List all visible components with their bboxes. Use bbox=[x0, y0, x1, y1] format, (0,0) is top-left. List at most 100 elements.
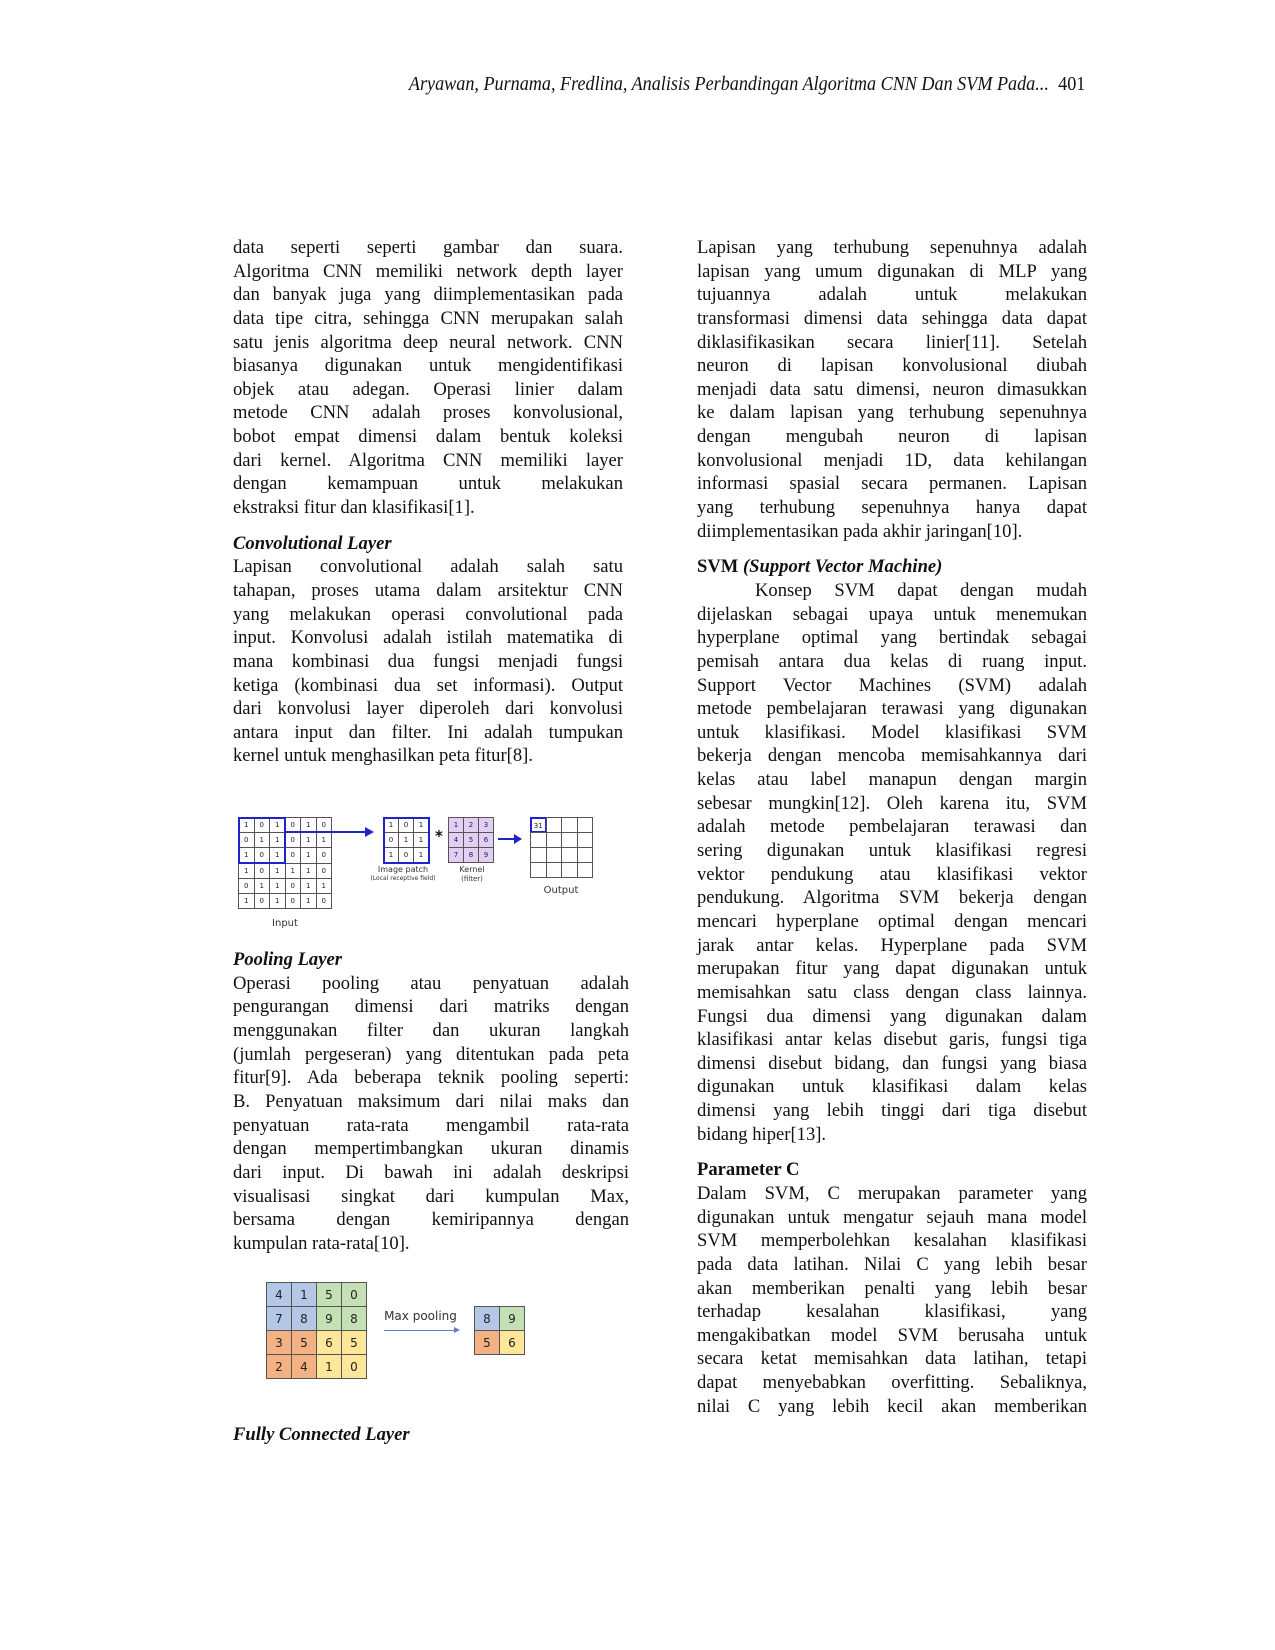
patch-highlight bbox=[383, 817, 430, 864]
pool-input-grid-cell: 0 bbox=[341, 1282, 367, 1307]
kernel-grid-cell: 9 bbox=[478, 847, 494, 863]
text-line: bersama dengan kemiripannya dengan bbox=[233, 1209, 629, 1231]
text-line: akan memberikan penalti yang lebih besar bbox=[697, 1277, 1087, 1299]
page-number: 401 bbox=[1057, 74, 1085, 95]
pool-output-grid-cell: 9 bbox=[499, 1306, 525, 1331]
heading-svm: SVM (Support Vector Machine) bbox=[697, 555, 1087, 579]
output-grid-cell bbox=[576, 817, 593, 833]
input-grid-cell: 1 bbox=[300, 893, 317, 910]
pool-input-grid-cell: 8 bbox=[341, 1306, 367, 1331]
input-grid-cell: 1 bbox=[300, 847, 317, 864]
text-line: input. Konvolusi adalah istilah matemati… bbox=[233, 627, 623, 649]
text-line: kumpulan rata-rata[10]. bbox=[233, 1232, 410, 1254]
output-grid-cell bbox=[545, 847, 562, 863]
text-line: Dalam SVM, C merupakan parameter yang bbox=[697, 1182, 1087, 1204]
text-line: informasi spasial secara permanen. Lapis… bbox=[697, 473, 1087, 495]
kernel-grid-cell: 1 bbox=[448, 817, 464, 833]
arrow-head-icon bbox=[454, 1327, 460, 1333]
text-line: dapat menyebabkan overfitting. Sebalikny… bbox=[697, 1372, 1087, 1394]
input-grid-cell: 1 bbox=[238, 862, 255, 879]
input-grid-cell: 1 bbox=[300, 832, 317, 849]
max-pooling-label: Max pooling bbox=[384, 1309, 457, 1323]
text-line: Konsep SVM dapat dengan mudah bbox=[755, 579, 1087, 601]
input-grid-cell: 1 bbox=[253, 877, 270, 894]
paragraph-cnn-intro: data seperti seperti gambar dan suara.Al… bbox=[233, 236, 623, 520]
pool-input-grid-cell: 1 bbox=[291, 1282, 317, 1307]
pool-input-grid-cell: 5 bbox=[341, 1330, 367, 1355]
text-line: metode pembelajaran terawasi yang diguna… bbox=[697, 698, 1087, 720]
receptive-field-highlight bbox=[238, 817, 286, 864]
output-grid-cell: 31 bbox=[530, 817, 547, 833]
text-line: penyatuan rata-rata mengambil rata-rata bbox=[233, 1114, 629, 1136]
text-line: bobot empat dimensi dalam bentuk koleksi bbox=[233, 426, 623, 448]
text-line: pendukung. Algoritma SVM bekerja dengan bbox=[697, 887, 1087, 909]
text-line: untuk klasifikasi. Model klasifikasi SVM bbox=[697, 721, 1087, 743]
kernel-grid-cell: 7 bbox=[448, 847, 464, 863]
text-line: ketiga (kombinasi dua set informasi). Ou… bbox=[233, 674, 623, 696]
text-line: Lapisan yang terhubung sepenuhnya adalah bbox=[697, 237, 1087, 258]
output-grid-cell bbox=[530, 862, 547, 878]
text-line: dengan mempertimbangkan ukuran dinamis bbox=[233, 1138, 629, 1160]
output-grid-cell bbox=[576, 862, 593, 878]
arrow-line bbox=[384, 1330, 456, 1331]
text-line: visualisasi singkat dari kumpulan Max, bbox=[233, 1185, 629, 1207]
text-line: adalah metode pembelajaran terawasi dan bbox=[697, 816, 1087, 838]
input-grid-cell: 1 bbox=[269, 893, 286, 910]
kernel-grid-cell: 3 bbox=[478, 817, 494, 833]
text-line: hyperplane optimal yang bertindak sebaga… bbox=[697, 627, 1087, 649]
text-line: menggunakan filter dan ukuran langkah bbox=[233, 1020, 629, 1042]
text-line: objek atau adegan. Operasi linier dalam bbox=[233, 378, 623, 400]
text-line: metode CNN adalah proses konvolusional, bbox=[233, 402, 623, 424]
heading-fully-connected-layer: Fully Connected Layer bbox=[233, 1424, 410, 1446]
text-line: dari konvolusi layer diperoleh dari konv… bbox=[233, 698, 623, 720]
heading-convolutional-layer: Convolutional Layer bbox=[233, 532, 392, 554]
text-line: memisahkan satu class dengan class lainn… bbox=[697, 981, 1087, 1003]
input-grid-cell: 1 bbox=[300, 862, 317, 879]
text-line: kernel untuk menghasilkan peta fitur[8]. bbox=[233, 745, 533, 767]
kernel-grid-cell: 8 bbox=[463, 847, 479, 863]
text-line: sebesar mungkin[12]. Oleh karena itu, SV… bbox=[697, 792, 1087, 814]
left-column: data seperti seperti gambar dan suara.Al… bbox=[233, 236, 629, 1447]
input-grid-cell: 1 bbox=[238, 893, 255, 910]
text-line: digunakan untuk mengatur sejauh mana mod… bbox=[697, 1206, 1087, 1228]
pool-input-grid-cell: 0 bbox=[341, 1354, 367, 1379]
pool-output-grid-cell: 8 bbox=[474, 1306, 500, 1331]
text-line: B. Penyatuan maksimum dari nilai maks da… bbox=[233, 1090, 629, 1112]
text-line: bekerja dengan mencoba memisahkannya dar… bbox=[697, 745, 1087, 767]
output-grid-cell bbox=[561, 862, 578, 878]
input-grid-cell: 0 bbox=[315, 893, 332, 910]
text-line: jarak antar kelas. Hyperplane pada SVM bbox=[697, 934, 1087, 956]
text-line: fitur[9]. Ada beberapa teknik pooling se… bbox=[233, 1067, 629, 1089]
pool-input-grid-cell: 4 bbox=[266, 1282, 292, 1307]
heading-parameter-c: Parameter C bbox=[697, 1159, 800, 1181]
heading-pooling-layer: Pooling Layer bbox=[233, 949, 342, 971]
text-line: Fungsi dua dimensi yang digunakan dalam bbox=[697, 1005, 1087, 1027]
text-line: lapisan yang umum digunakan di MLP yang bbox=[697, 260, 1087, 282]
input-grid-cell: 0 bbox=[253, 862, 270, 879]
text-line: menjadi data satu dimensi, neuron dimasu… bbox=[697, 378, 1087, 400]
output-grid-cell bbox=[576, 832, 593, 848]
text-line: tahapan, proses utama dalam arsitektur C… bbox=[233, 579, 623, 601]
image-patch-sublabel: (Local receptive field) bbox=[370, 875, 436, 882]
output-grid-cell bbox=[530, 832, 547, 848]
text-line: diimplementasikan pada akhir jaringan[10… bbox=[697, 520, 1023, 542]
input-grid-cell: 1 bbox=[269, 877, 286, 894]
arrow-head-icon bbox=[365, 827, 374, 837]
pool-input-grid-cell: 7 bbox=[266, 1306, 292, 1331]
pool-input-grid-cell: 8 bbox=[291, 1306, 317, 1331]
text-line: Operasi pooling atau penyatuan adalah bbox=[233, 972, 629, 994]
text-line: yang melakukan operasi convolutional pad… bbox=[233, 603, 623, 625]
text-line: biasanya digunakan untuk mengidentifikas… bbox=[233, 355, 623, 377]
input-grid-cell: 1 bbox=[269, 862, 286, 879]
input-grid-cell: 1 bbox=[300, 877, 317, 894]
text-line: satu jenis algoritma deep neural network… bbox=[233, 331, 623, 353]
text-line: Lapisan convolutional adalah salah satu bbox=[233, 556, 623, 578]
pool-input-grid-cell: 4 bbox=[291, 1354, 317, 1379]
pool-input-grid-cell: 9 bbox=[316, 1306, 342, 1331]
text-line: (jumlah pergeseran) yang ditentukan pada… bbox=[233, 1043, 629, 1065]
text-line: pengurangan dimensi dari matriks dengan bbox=[233, 996, 629, 1018]
text-line: terhadap kesalahan klasifikasi, yang bbox=[697, 1301, 1087, 1323]
